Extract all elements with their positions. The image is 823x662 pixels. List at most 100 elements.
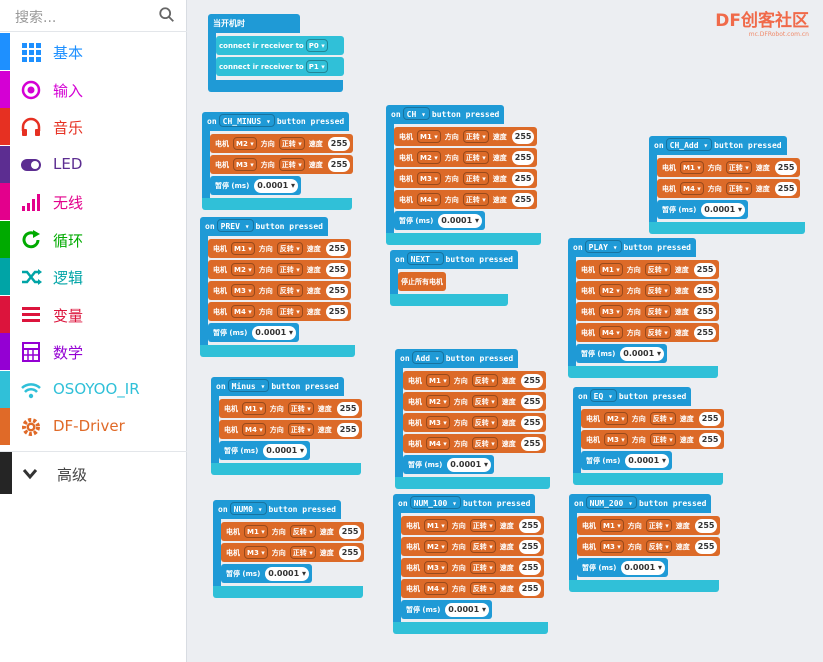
toolbox-category-循环[interactable]: 循环 xyxy=(0,220,187,258)
pause-input[interactable]: 0.0001 ▾ xyxy=(254,178,298,193)
direction-dropdown[interactable]: 反转 ▾ xyxy=(276,242,303,255)
pause-input[interactable]: 0.0001 ▾ xyxy=(445,602,489,617)
pause-input[interactable]: 0.0001 ▾ xyxy=(265,566,309,581)
search-icon[interactable] xyxy=(158,6,176,24)
ir-button-dropdown[interactable]: PREV ▾ xyxy=(216,219,254,232)
speed-input[interactable]: 255 xyxy=(336,401,360,416)
direction-dropdown[interactable]: 反转 ▾ xyxy=(644,326,671,339)
direction-dropdown[interactable]: 正转 ▾ xyxy=(276,305,303,318)
pause-row[interactable]: 暂停 (ms)0.0001 ▾ xyxy=(210,176,301,195)
toolbox-category-数学[interactable]: 数学 xyxy=(0,333,187,370)
speed-input[interactable]: 255 xyxy=(520,373,544,388)
motor-select-dropdown[interactable]: M2 ▾ xyxy=(599,284,623,297)
motor-select-dropdown[interactable]: M1 ▾ xyxy=(417,130,441,143)
motor-select-dropdown[interactable]: M4 ▾ xyxy=(599,326,623,339)
motor-select-dropdown[interactable]: M3 ▾ xyxy=(600,540,624,553)
ir-button-dropdown[interactable]: Minus ▾ xyxy=(227,379,270,392)
pause-row[interactable]: 暂停 (ms)0.0001 ▾ xyxy=(401,600,492,619)
pin-dropdown[interactable]: P0 ▾ xyxy=(305,39,328,52)
motor-select-dropdown[interactable]: M1 ▾ xyxy=(600,519,624,532)
pause-input[interactable]: 0.0001 ▾ xyxy=(621,560,665,575)
speed-input[interactable]: 255 xyxy=(698,411,722,426)
speed-input[interactable]: 255 xyxy=(511,171,535,186)
speed-input[interactable]: 255 xyxy=(336,422,360,437)
direction-dropdown[interactable]: 正转 ▾ xyxy=(289,546,316,559)
motor-select-dropdown[interactable]: M1 ▾ xyxy=(231,242,255,255)
toolbox-category-音乐[interactable]: 音乐 xyxy=(0,108,187,145)
motor-select-dropdown[interactable]: M1 ▾ xyxy=(426,374,450,387)
toolbox-category-逻辑[interactable]: 逻辑 xyxy=(0,258,187,295)
direction-dropdown[interactable]: 正转 ▾ xyxy=(462,172,489,185)
speed-input[interactable]: 255 xyxy=(698,432,722,447)
toolbox-search[interactable]: 搜索... xyxy=(0,0,187,32)
toolbox-category-DF-Driver[interactable]: DF-Driver xyxy=(0,408,187,445)
pause-row[interactable]: 暂停 (ms)0.0001 ▾ xyxy=(576,344,667,363)
motor-select-dropdown[interactable]: M1 ▾ xyxy=(244,525,268,538)
toolbox-category-无线[interactable]: 无线 xyxy=(0,183,187,220)
ir-button-dropdown[interactable]: NEXT ▾ xyxy=(406,252,444,265)
direction-dropdown[interactable]: 反转 ▾ xyxy=(471,437,498,450)
speed-input[interactable]: 255 xyxy=(693,283,717,298)
motor-select-dropdown[interactable]: M3 ▾ xyxy=(244,546,268,559)
pause-input[interactable]: 0.0001 ▾ xyxy=(438,213,482,228)
direction-dropdown[interactable]: 正转 ▾ xyxy=(649,433,676,446)
pause-row[interactable]: 暂停 (ms)0.0001 ▾ xyxy=(581,451,672,470)
pause-row[interactable]: 暂停 (ms)0.0001 ▾ xyxy=(403,455,494,474)
ir-button-dropdown[interactable]: NUM_200 ▾ xyxy=(585,496,637,509)
speed-input[interactable]: 255 xyxy=(338,545,362,560)
speed-input[interactable]: 255 xyxy=(511,192,535,207)
direction-dropdown[interactable]: 正转 ▾ xyxy=(645,519,672,532)
direction-dropdown[interactable]: 反转 ▾ xyxy=(644,284,671,297)
motor-select-dropdown[interactable]: M2 ▾ xyxy=(233,137,257,150)
pause-row[interactable]: 暂停 (ms)0.0001 ▾ xyxy=(221,564,312,583)
speed-input[interactable]: 255 xyxy=(694,539,718,554)
speed-input[interactable]: 255 xyxy=(693,304,717,319)
speed-input[interactable]: 255 xyxy=(520,415,544,430)
toolbox-category-LED[interactable]: LED xyxy=(0,145,187,183)
motor-select-dropdown[interactable]: M1 ▾ xyxy=(680,161,704,174)
motor-select-dropdown[interactable]: M2 ▾ xyxy=(417,151,441,164)
ir-button-dropdown[interactable]: NUM_100 ▾ xyxy=(409,496,461,509)
direction-dropdown[interactable]: 反转 ▾ xyxy=(649,412,676,425)
direction-dropdown[interactable]: 反转 ▾ xyxy=(469,582,496,595)
pause-input[interactable]: 0.0001 ▾ xyxy=(252,325,296,340)
pause-input[interactable]: 0.0001 ▾ xyxy=(620,346,664,361)
speed-input[interactable]: 255 xyxy=(693,325,717,340)
pause-input[interactable]: 0.0001 ▾ xyxy=(263,443,307,458)
motor-select-dropdown[interactable]: M1 ▾ xyxy=(424,519,448,532)
speed-input[interactable]: 255 xyxy=(325,304,349,319)
direction-dropdown[interactable]: 反转 ▾ xyxy=(469,540,496,553)
motor-select-dropdown[interactable]: M4 ▾ xyxy=(231,305,255,318)
toolbox-category-基本[interactable]: 基本 xyxy=(0,33,187,70)
direction-dropdown[interactable]: 反转 ▾ xyxy=(644,305,671,318)
motor-select-dropdown[interactable]: M1 ▾ xyxy=(599,263,623,276)
toolbox-advanced[interactable]: 高级 xyxy=(0,451,187,494)
direction-dropdown[interactable]: 正转 ▾ xyxy=(287,402,314,415)
